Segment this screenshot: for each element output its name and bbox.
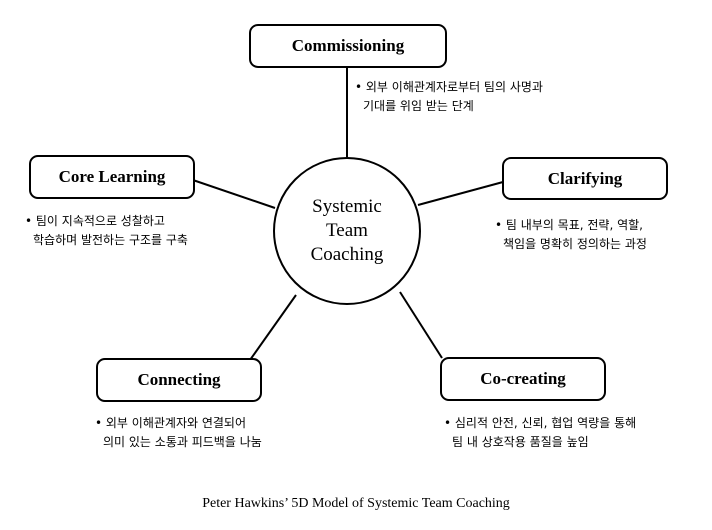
center-line-1: Systemic (312, 196, 382, 217)
desc-connecting-line-2: 의미 있는 소통과 피드백을 나눔 (103, 435, 262, 449)
desc-commissioning-line-2: 기대를 위임 받는 단계 (363, 99, 474, 113)
center-line-2: Team (326, 220, 368, 241)
node-co-creating: Co-creating (440, 357, 606, 401)
figure-caption: Peter Hawkins’ 5D Model of Systemic Team… (202, 496, 510, 511)
node-core-learning: Core Learning (29, 155, 195, 199)
connector-connecting (249, 294, 297, 361)
connector-co-creating (399, 291, 443, 359)
connector-core-learning (186, 177, 276, 209)
node-commissioning: Commissioning (249, 24, 447, 68)
desc-co-creating: • 심리적 안전, 신뢰, 협업 역량을 통해 팀 내 상호작용 품질을 높임 (444, 414, 636, 452)
desc-core-learning: • 팀이 지속적으로 성찰하고 학습하며 발전하는 구조를 구축 (25, 212, 188, 250)
center-circle: Systemic Team Coaching (273, 157, 421, 305)
desc-connecting: • 외부 이해관계자와 연결되어 의미 있는 소통과 피드백을 나눔 (95, 414, 262, 452)
desc-co-creating-line-2: 팀 내 상호작용 품질을 높임 (452, 435, 589, 449)
connector-clarifying (417, 181, 504, 206)
node-connecting: Connecting (96, 358, 262, 402)
desc-co-creating-line-1: • 심리적 안전, 신뢰, 협업 역량을 통해 (444, 416, 637, 430)
desc-clarifying-line-2: 책임을 명확히 정의하는 과정 (503, 237, 647, 251)
desc-core-learning-line-2: 학습하며 발전하는 구조를 구축 (33, 233, 188, 247)
center-line-3: Coaching (310, 244, 384, 265)
desc-commissioning: • 외부 이해관계자로부터 팀의 사명과 기대를 위임 받는 단계 (355, 78, 543, 116)
desc-clarifying: • 팀 내부의 목표, 전략, 역할, 책임을 명확히 정의하는 과정 (495, 216, 647, 254)
desc-clarifying-line-1: • 팀 내부의 목표, 전략, 역할, (495, 218, 643, 232)
desc-core-learning-line-1: • 팀이 지속적으로 성찰하고 (25, 214, 165, 228)
desc-commissioning-line-1: • 외부 이해관계자로부터 팀의 사명과 (355, 80, 543, 94)
desc-connecting-line-1: • 외부 이해관계자와 연결되어 (95, 416, 247, 430)
node-clarifying: Clarifying (502, 157, 668, 200)
